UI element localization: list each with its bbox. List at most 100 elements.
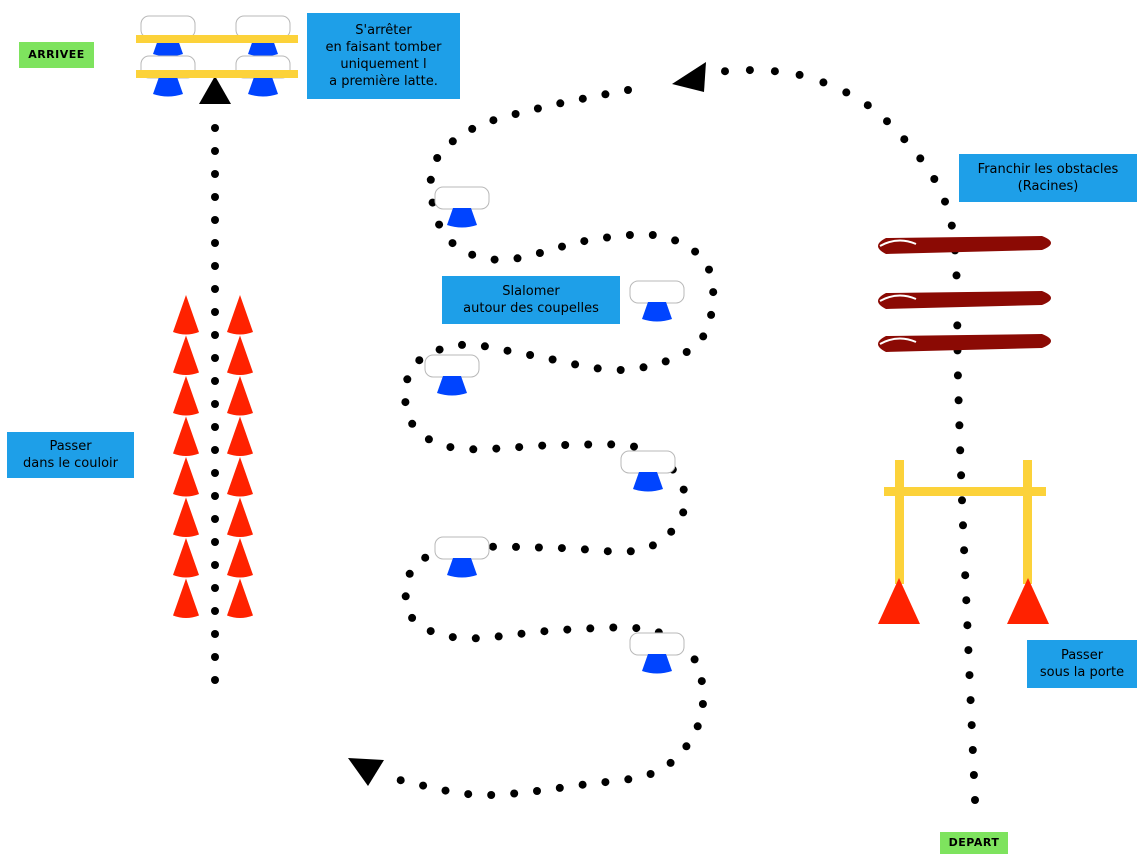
path-dot (616, 366, 625, 374)
path-dot (964, 646, 973, 655)
stop-instruction: S'arrêter en faisant tomber uniquement l… (307, 13, 460, 99)
path-dot (211, 262, 219, 270)
path-dot (954, 396, 963, 405)
path-dot (630, 442, 638, 451)
path-dot (441, 786, 450, 795)
path-dot (211, 446, 219, 454)
slalom-line-1: Slalomer (502, 284, 560, 299)
path-dot (705, 265, 713, 274)
path-dot (952, 271, 961, 280)
path-dot (558, 242, 566, 251)
path-dot (211, 124, 219, 132)
red-cone (173, 335, 199, 375)
red-cone (173, 295, 199, 335)
path-dot (424, 435, 433, 444)
path-dot (707, 310, 716, 319)
path-dot (211, 354, 219, 362)
path-dot (538, 441, 547, 450)
path-dot (446, 443, 455, 452)
path-dot (211, 285, 219, 293)
path-dot (690, 655, 699, 664)
path-dot (699, 332, 708, 341)
finish-label: ARRIVEE (19, 42, 94, 68)
path-dot (603, 547, 612, 556)
path-dot (709, 288, 718, 297)
path-dot (464, 790, 473, 799)
red-cone (227, 416, 253, 456)
red-cone (227, 335, 253, 375)
path-dot (515, 443, 524, 452)
path-dot (211, 607, 219, 615)
path-dot (682, 742, 691, 751)
arrow-head (348, 758, 384, 786)
path-dot (415, 356, 424, 365)
blue-cup (620, 450, 676, 492)
path-dot (593, 364, 602, 373)
path-dot (745, 66, 754, 75)
path-dot (211, 653, 219, 661)
path-dot (580, 237, 589, 246)
path-dot (586, 624, 595, 633)
log (878, 291, 1051, 309)
path-dot (958, 496, 966, 505)
obstacles-line-2: (Racines) (1017, 179, 1079, 194)
path-dot (548, 355, 557, 364)
gate-instruction: Passer sous la porte (1027, 640, 1137, 688)
path-dot (968, 746, 977, 754)
path-dot (603, 233, 611, 242)
obstacles-instruction: Franchir les obstacles (Racines) (959, 154, 1137, 202)
path-dot (510, 789, 519, 798)
path-dot (211, 239, 219, 247)
path-dot (511, 110, 520, 118)
path-dot (435, 345, 444, 354)
path-dot (930, 175, 939, 183)
corridor-cones (173, 295, 253, 618)
path-dot (535, 249, 544, 257)
stop-line-3: uniquement l (340, 57, 427, 72)
path-dot (963, 621, 972, 630)
red-cone (173, 578, 199, 618)
path-dot (533, 787, 541, 795)
path-dot (468, 124, 477, 133)
path-dot (625, 231, 634, 239)
path-dot (211, 584, 219, 592)
path-dot (578, 780, 587, 789)
path-dot (419, 781, 428, 790)
corridor-instruction: Passer dans le couloir (7, 432, 134, 478)
gate (878, 460, 1049, 624)
path-dot (971, 796, 979, 804)
path-dot (490, 255, 499, 264)
path-dot (557, 544, 566, 553)
red-cone (173, 457, 199, 497)
red-cone (173, 416, 199, 456)
path-dot (435, 220, 444, 229)
path-dot (959, 521, 967, 530)
path-dot (211, 515, 219, 523)
arrow-head (199, 76, 231, 104)
path-dot (965, 671, 974, 680)
path-dot (426, 627, 435, 636)
path-dot (691, 247, 700, 256)
path-dot (211, 676, 219, 684)
path-dot (955, 421, 964, 430)
path-dot (571, 360, 580, 369)
obstacle-logs (878, 236, 1051, 352)
path-dot (512, 542, 520, 551)
path-dot (883, 117, 891, 126)
path-dot (667, 527, 676, 536)
path-dot (458, 340, 466, 349)
path-dot (624, 775, 633, 784)
path-dot (698, 700, 707, 708)
path-dot (626, 547, 635, 556)
path-dot (947, 221, 956, 230)
path-dot (770, 67, 779, 76)
path-dot (679, 508, 688, 517)
path-dot (211, 538, 219, 546)
stop-line-1: S'arrêter (355, 23, 412, 38)
path-dot (671, 236, 680, 245)
path-dot (607, 440, 616, 449)
red-cone (227, 497, 253, 537)
red-cone (227, 376, 253, 416)
slalom-line-2: autour des coupelles (463, 301, 599, 316)
log (878, 236, 1051, 254)
